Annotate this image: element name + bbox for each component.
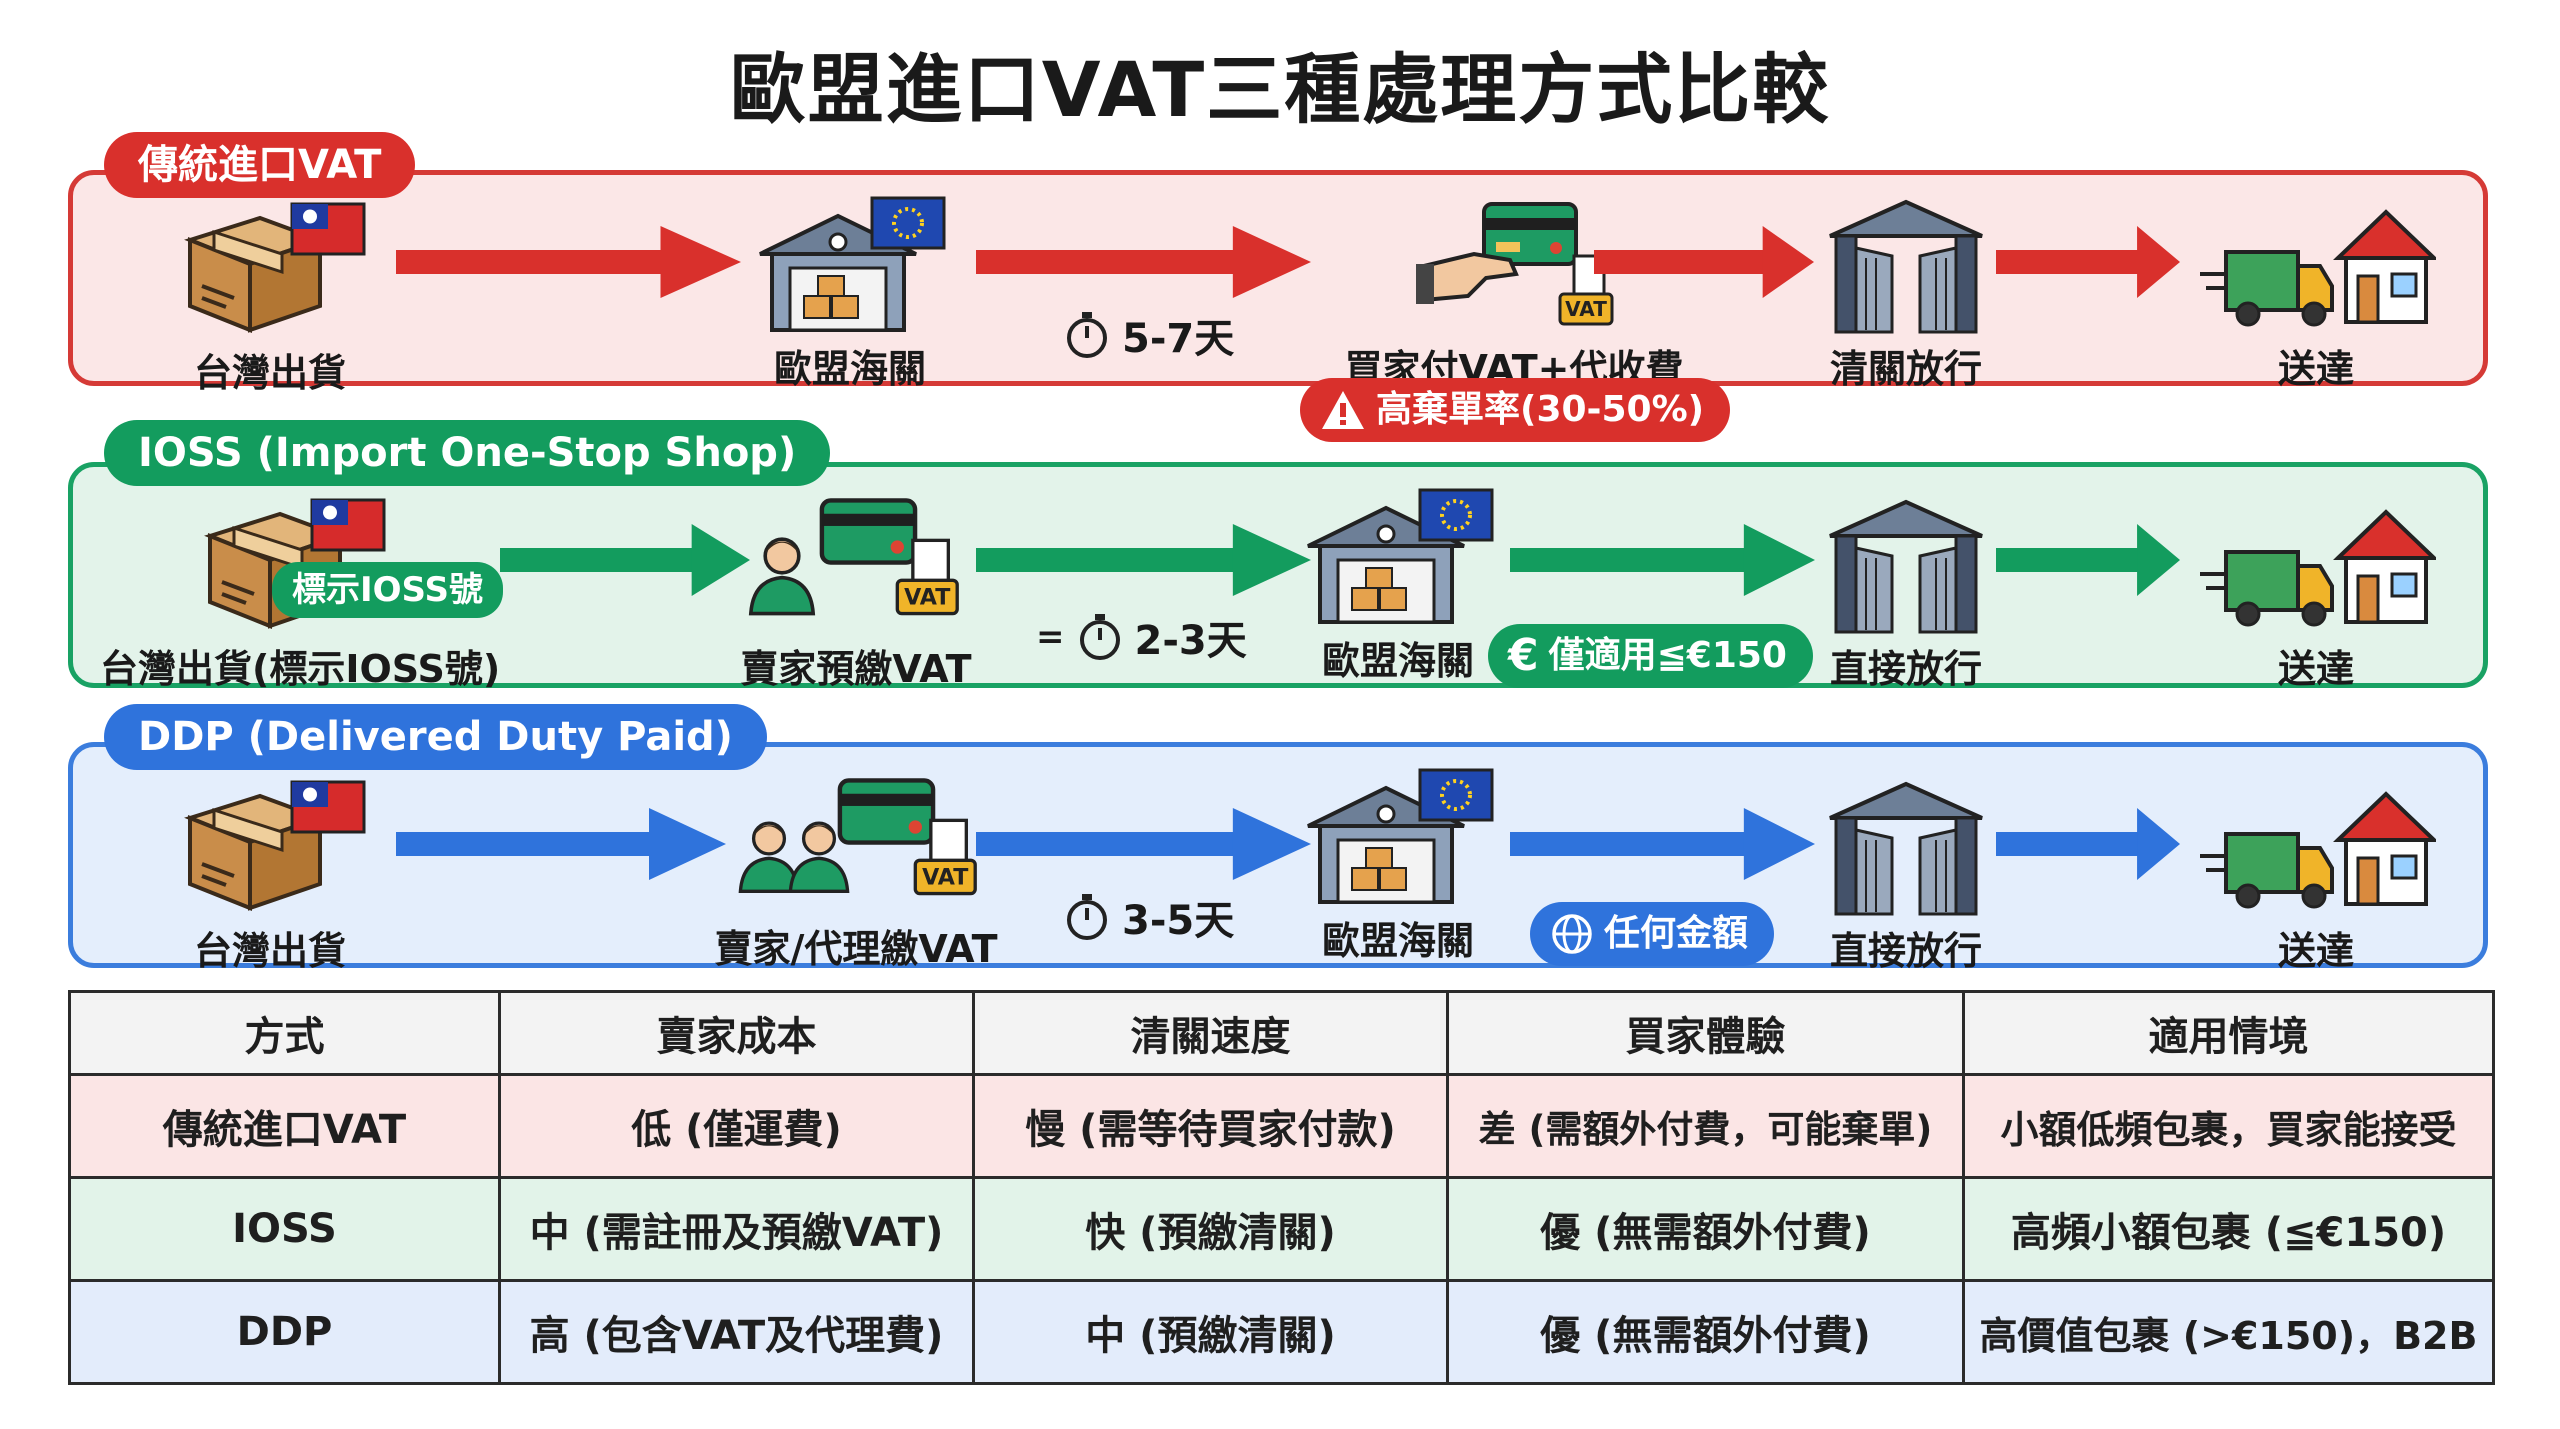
step-clearance: 清關放行 bbox=[1726, 196, 2086, 393]
table-row: DDP 高 (包含VAT及代理費) 中 (預繳清關) 優 (無需額外付費) 高價… bbox=[68, 1279, 2495, 1385]
badge-label: 任何金額 bbox=[1604, 913, 1749, 954]
step-seller-agent-pay: 賣家/代理繳VAT bbox=[676, 776, 1036, 973]
stopwatch-icon bbox=[1062, 310, 1112, 360]
step-label: 賣家/代理繳VAT bbox=[714, 927, 998, 971]
step-delivered: 送達 bbox=[2136, 496, 2496, 693]
column-header: 賣家成本 bbox=[498, 990, 975, 1076]
seller-card-vat-icon bbox=[746, 496, 966, 636]
table-cell: 中 (需註冊及預繳VAT) bbox=[498, 1176, 975, 1282]
lane-ddp-tag: DDP (Delivered Duty Paid) bbox=[104, 704, 767, 770]
speed-lines: = bbox=[1036, 617, 1065, 657]
transit-time-label: 3-5天 bbox=[1122, 898, 1235, 944]
transit-time: = 2-3天 bbox=[1036, 608, 1247, 666]
table-cell: 傳統進口VAT bbox=[68, 1073, 501, 1179]
truck-house-icon bbox=[2196, 196, 2436, 336]
box-taiwan-flag-icon bbox=[170, 200, 370, 340]
warning-icon bbox=[1322, 391, 1364, 429]
table-row: 傳統進口VAT 低 (僅運費) 慢 (需等待買家付款) 差 (需額外付費，可能棄… bbox=[68, 1073, 2495, 1179]
step-label: 賣家預繳VAT bbox=[740, 647, 972, 691]
table-cell: 優 (無需額外付費) bbox=[1446, 1176, 1965, 1282]
step-taiwan-ship-ioss: 台灣出貨(標示IOSS號) bbox=[90, 496, 501, 693]
table-cell: 小額低頻包裹，買家能接受 bbox=[1962, 1073, 2495, 1179]
seller-agent-card-vat-icon bbox=[736, 776, 976, 916]
step-label: 歐盟海關 bbox=[1321, 639, 1474, 683]
card-vat-icon bbox=[806, 496, 962, 618]
truck-house-icon bbox=[2196, 778, 2436, 918]
step-label: 台灣出貨 bbox=[193, 351, 346, 395]
table-cell: 高 (包含VAT及代理費) bbox=[498, 1279, 975, 1385]
table-cell: 慢 (需等待買家付款) bbox=[972, 1073, 1449, 1179]
lane-traditional-tag: 傳統進口VAT bbox=[104, 132, 416, 198]
hand-card-vat-icon bbox=[1414, 196, 1614, 336]
table-header-row: 方式 賣家成本 清關速度 買家體驗 適用情境 bbox=[68, 990, 2495, 1076]
column-header: 適用情境 bbox=[1962, 990, 2495, 1076]
table-cell: 差 (需額外付費，可能棄單) bbox=[1446, 1073, 1965, 1179]
step-eu-customs: 歐盟海關 bbox=[1218, 768, 1578, 965]
page-title: 歐盟進口VAT三種處理方式比較 bbox=[729, 45, 1831, 134]
limit-badge: € 僅適用≦€150 bbox=[1488, 624, 1813, 688]
table-cell: 優 (無需額外付費) bbox=[1446, 1279, 1965, 1385]
eu-customs-icon bbox=[1298, 768, 1498, 908]
transit-time: 3-5天 bbox=[1062, 888, 1234, 946]
open-gate-icon bbox=[1806, 496, 2006, 636]
box-taiwan-flag-icon bbox=[170, 778, 370, 918]
step-delivered: 送達 bbox=[2136, 196, 2496, 393]
step-taiwan-ship: 台灣出貨 bbox=[90, 778, 450, 975]
stopwatch-icon bbox=[1075, 612, 1125, 662]
table-cell: 中 (預繳清關) bbox=[972, 1279, 1449, 1385]
step-seller-prepay: 賣家預繳VAT bbox=[676, 496, 1036, 693]
euro-icon: € bbox=[1508, 630, 1539, 681]
step-label: 送達 bbox=[2277, 647, 2354, 691]
lane-traditional-panel bbox=[68, 170, 2488, 386]
eu-customs-icon bbox=[1298, 488, 1498, 628]
step-eu-customs: 歐盟海關 bbox=[1218, 488, 1578, 685]
badge-label: 僅適用≦€150 bbox=[1548, 635, 1787, 676]
abandon-rate-badge: 高棄單率(30-50%) bbox=[1300, 378, 1731, 442]
table-cell: 低 (僅運費) bbox=[498, 1073, 975, 1179]
table-row: IOSS 中 (需註冊及預繳VAT) 快 (預繳清關) 優 (無需額外付費) 高… bbox=[68, 1176, 2495, 1282]
step-label: 清關放行 bbox=[1829, 347, 1982, 391]
table-cell: 快 (預繳清關) bbox=[972, 1176, 1449, 1282]
transit-time-label: 2-3天 bbox=[1134, 618, 1247, 664]
table-cell: DDP bbox=[68, 1279, 501, 1385]
step-eu-customs: 歐盟海關 bbox=[670, 196, 1030, 393]
step-label: 送達 bbox=[2277, 929, 2354, 973]
step-taiwan-ship: 台灣出貨 bbox=[90, 200, 450, 397]
step-label: 台灣出貨(標示IOSS號) bbox=[100, 647, 501, 691]
table-cell: 高價值包裹 (>€150)，B2B bbox=[1962, 1279, 2495, 1385]
any-amount-badge: 任何金額 bbox=[1530, 902, 1775, 966]
step-delivered: 送達 bbox=[2136, 778, 2496, 975]
step-label: 台灣出貨 bbox=[193, 929, 346, 973]
ioss-number-tag: 標示IOSS號 bbox=[272, 562, 504, 618]
column-header: 方式 bbox=[68, 990, 501, 1076]
step-direct-release: 直接放行 bbox=[1726, 778, 2086, 975]
flow-arrow bbox=[976, 222, 1311, 302]
eu-customs-icon bbox=[750, 196, 950, 336]
stopwatch-icon bbox=[1062, 892, 1112, 942]
card-vat-icon bbox=[824, 776, 980, 898]
open-gate-icon bbox=[1806, 196, 2006, 336]
transit-time-label: 5-7天 bbox=[1122, 316, 1235, 362]
column-header: 清關速度 bbox=[972, 990, 1449, 1076]
globe-icon bbox=[1552, 914, 1592, 954]
column-header: 買家體驗 bbox=[1446, 990, 1965, 1076]
step-direct-release: 直接放行 bbox=[1726, 496, 2086, 693]
transit-time: 5-7天 bbox=[1062, 306, 1234, 364]
open-gate-icon bbox=[1806, 778, 2006, 918]
truck-house-icon bbox=[2196, 496, 2436, 636]
step-label: 直接放行 bbox=[1829, 647, 1982, 691]
badge-label: 高棄單率(30-50%) bbox=[1376, 389, 1705, 430]
table-cell: 高頻小額包裹 (≦€150) bbox=[1962, 1176, 2495, 1282]
step-label: 送達 bbox=[2277, 347, 2354, 391]
lane-ioss-tag: IOSS (Import One-Stop Shop) bbox=[104, 420, 831, 486]
table-cell: IOSS bbox=[68, 1176, 501, 1282]
comparison-table: 方式 賣家成本 清關速度 買家體驗 適用情境 傳統進口VAT 低 (僅運費) 慢… bbox=[68, 990, 2495, 1385]
step-label: 直接放行 bbox=[1829, 929, 1982, 973]
step-label: 歐盟海關 bbox=[773, 347, 926, 391]
step-label: 歐盟海關 bbox=[1321, 919, 1474, 963]
